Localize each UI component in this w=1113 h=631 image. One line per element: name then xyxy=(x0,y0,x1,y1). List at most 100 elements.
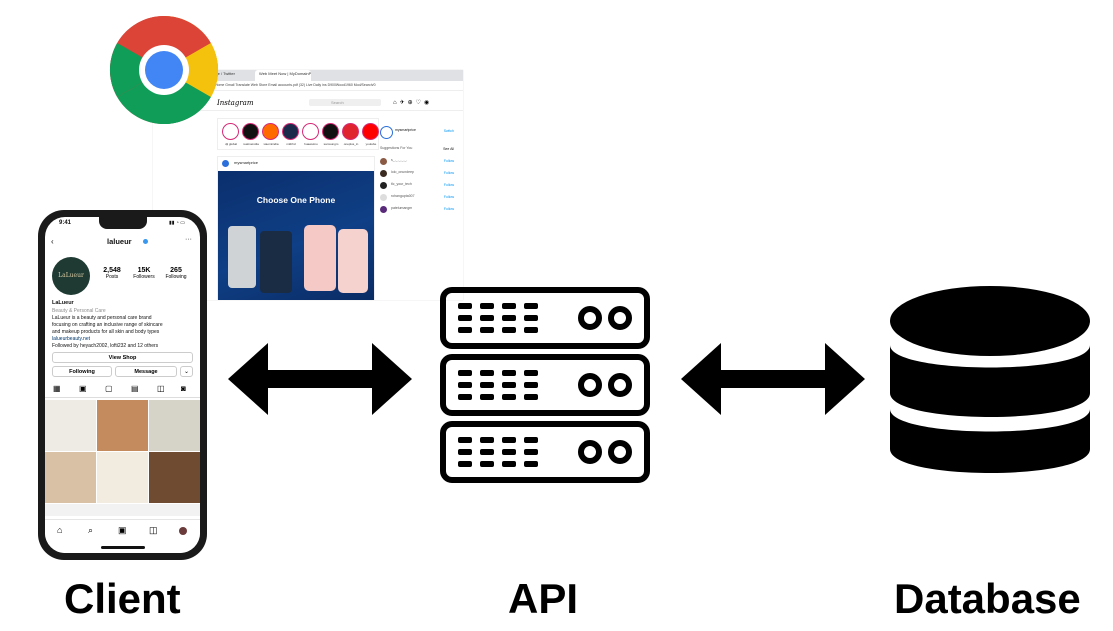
stat-value: 265 xyxy=(170,267,182,274)
browser-tabbar: (32) Home / Twitter Web Meet Now | MyDom… xyxy=(153,70,463,81)
stories-bar: dji global realmeindia xiaomiindia mkbhd… xyxy=(217,118,379,150)
instagram-logo: Instagram xyxy=(217,99,254,107)
profile-username: lalueur xyxy=(107,237,132,246)
message-button[interactable]: Message xyxy=(115,366,177,377)
stat-value: 2,548 xyxy=(103,267,121,274)
suggestion-name[interactable]: tlc_your_tech xyxy=(391,182,412,186)
phone-notch xyxy=(99,217,147,229)
suggestion-name[interactable]: s_._._._._. xyxy=(391,158,408,162)
story-avatar[interactable]: huaweimo xyxy=(302,123,319,146)
client-label: Client xyxy=(64,575,181,622)
shop-icon[interactable]: ◫ xyxy=(157,384,165,393)
story-name: oneplus_in xyxy=(343,142,359,146)
stat-value: 15K xyxy=(137,267,151,274)
status-icons: ▮▮ ◔ ▭ xyxy=(169,220,186,226)
more-icon[interactable]: ··· xyxy=(185,236,192,243)
ad-phone-image xyxy=(304,225,336,291)
follow-link[interactable]: Follow xyxy=(443,195,454,199)
suggestion-name[interactable]: rohangupta007 xyxy=(391,194,415,198)
story-avatar[interactable]: realmeindia xyxy=(242,123,259,146)
suggestion-avatar xyxy=(380,182,387,189)
browser-tab[interactable]: Web Meet Now | MyDomainPro xyxy=(255,70,311,81)
story-avatar[interactable]: samsungm xyxy=(322,123,339,146)
post-image: Choose One Phone xyxy=(218,171,374,300)
shop-icon[interactable]: ◫ xyxy=(149,525,158,535)
ad-phone-image xyxy=(338,229,368,293)
back-icon[interactable]: ‹ xyxy=(51,237,54,246)
profile-avatar[interactable]: LaLueur xyxy=(52,257,90,295)
feed-post: mysmartprice Choose One Phone xyxy=(217,156,375,300)
grid-photo[interactable] xyxy=(149,400,200,451)
suggestion-name[interactable]: lolo_onundeep xyxy=(391,170,414,174)
phone-screen: 9:41 ▮▮ ◔ ▭ ‹ lalueur ··· LaLueur 2,548 … xyxy=(45,217,200,553)
follow-link[interactable]: Follow xyxy=(443,183,454,187)
view-shop-button[interactable]: View Shop xyxy=(52,352,193,363)
status-time: 9:41 xyxy=(59,220,72,226)
instagram-header: Instagram Search ⌂✈⊕♡◉ xyxy=(153,96,463,111)
verified-icon xyxy=(143,239,148,244)
browser-tab[interactable]: (32) Home / Twitter xyxy=(197,70,253,81)
suggestion-row: patelumangm Follow xyxy=(380,206,460,214)
stat-label: Followers xyxy=(133,274,155,280)
double-arrow-icon xyxy=(681,343,865,415)
tagged-icon[interactable]: ◙ xyxy=(181,384,186,393)
follow-link[interactable]: Follow xyxy=(443,171,454,175)
server-icon xyxy=(440,287,650,483)
suggestion-name[interactable]: patelumangm xyxy=(391,206,413,210)
post-username[interactable]: mysmartprice xyxy=(234,160,259,165)
see-all-link[interactable]: See All xyxy=(443,147,454,151)
suggestion-row: lolo_onundeep Follow xyxy=(380,170,460,178)
grid-photo[interactable] xyxy=(97,452,148,503)
nav-icons: ⌂✈⊕♡◉ xyxy=(393,100,433,106)
home-icon[interactable]: ⌂ xyxy=(57,525,63,535)
suggestion-row: s_._._._._. Follow xyxy=(380,158,460,166)
guide-icon[interactable]: ▤ xyxy=(131,384,139,393)
follow-link[interactable]: Follow xyxy=(443,207,454,211)
stat-label: Posts xyxy=(105,274,119,280)
suggestions-heading: Suggestions For You xyxy=(380,146,413,150)
story-name: samsungm xyxy=(323,142,339,146)
reels-icon[interactable]: ▣ xyxy=(79,384,87,393)
video-icon[interactable]: ▢ xyxy=(105,384,113,393)
home-indicator xyxy=(101,546,145,549)
bio-text: LaLueur is a beauty and personal care br… xyxy=(52,315,152,321)
follow-link[interactable]: Follow xyxy=(443,159,454,163)
followed-by[interactable]: Followed by heyach2002, lofti232 and 12 … xyxy=(52,343,159,349)
grid-photo[interactable] xyxy=(97,400,148,451)
database-label: Database xyxy=(894,575,1081,622)
search-icon[interactable]: ⌕ xyxy=(88,525,94,535)
bio-category: Beauty & Personal Care xyxy=(52,308,106,314)
grid-icon[interactable]: ▦ xyxy=(53,384,61,393)
story-avatar[interactable]: xiaomiindia xyxy=(262,123,279,146)
grid-photo[interactable] xyxy=(149,452,200,503)
grid-photo[interactable] xyxy=(45,400,96,451)
bottom-nav: ⌂ ⌕ ▣ ◫ xyxy=(45,519,200,553)
double-arrow-icon xyxy=(228,343,412,415)
post-header: mysmartprice xyxy=(218,157,374,169)
bio-link[interactable]: lalueurbeauty.net xyxy=(52,336,90,342)
suggestion-avatar xyxy=(380,194,387,201)
story-avatar[interactable]: youtube xyxy=(362,123,379,146)
grid-photo-row xyxy=(45,504,200,516)
avatar[interactable] xyxy=(179,527,187,535)
reels-icon[interactable]: ▣ xyxy=(118,525,127,535)
story-name: mkbhd xyxy=(286,142,296,146)
stat-followers[interactable]: 15K Followers xyxy=(129,267,159,280)
story-name: realmeindia xyxy=(243,142,259,146)
following-button[interactable]: Following xyxy=(52,366,112,377)
ad-phone-image xyxy=(228,226,256,288)
chevron-down-icon[interactable]: ⌄ xyxy=(180,366,193,377)
stat-label: Following xyxy=(165,274,187,280)
story-avatar[interactable]: dji global xyxy=(222,123,239,146)
database-icon xyxy=(890,286,1090,473)
story-avatar[interactable]: oneplus_in xyxy=(342,123,359,146)
search-input[interactable]: Search xyxy=(309,99,381,106)
suggestion-avatar xyxy=(380,158,387,165)
stat-following[interactable]: 265 Following xyxy=(161,267,191,280)
chrome-icon xyxy=(109,15,219,125)
grid-photo[interactable] xyxy=(45,452,96,503)
story-avatar[interactable]: mkbhd xyxy=(282,123,299,146)
side-username[interactable]: mysmartprice xyxy=(395,128,417,132)
switch-link[interactable]: Switch xyxy=(443,129,454,133)
suggestions-panel: mysmartprice Switch Suggestions For You … xyxy=(380,126,460,296)
